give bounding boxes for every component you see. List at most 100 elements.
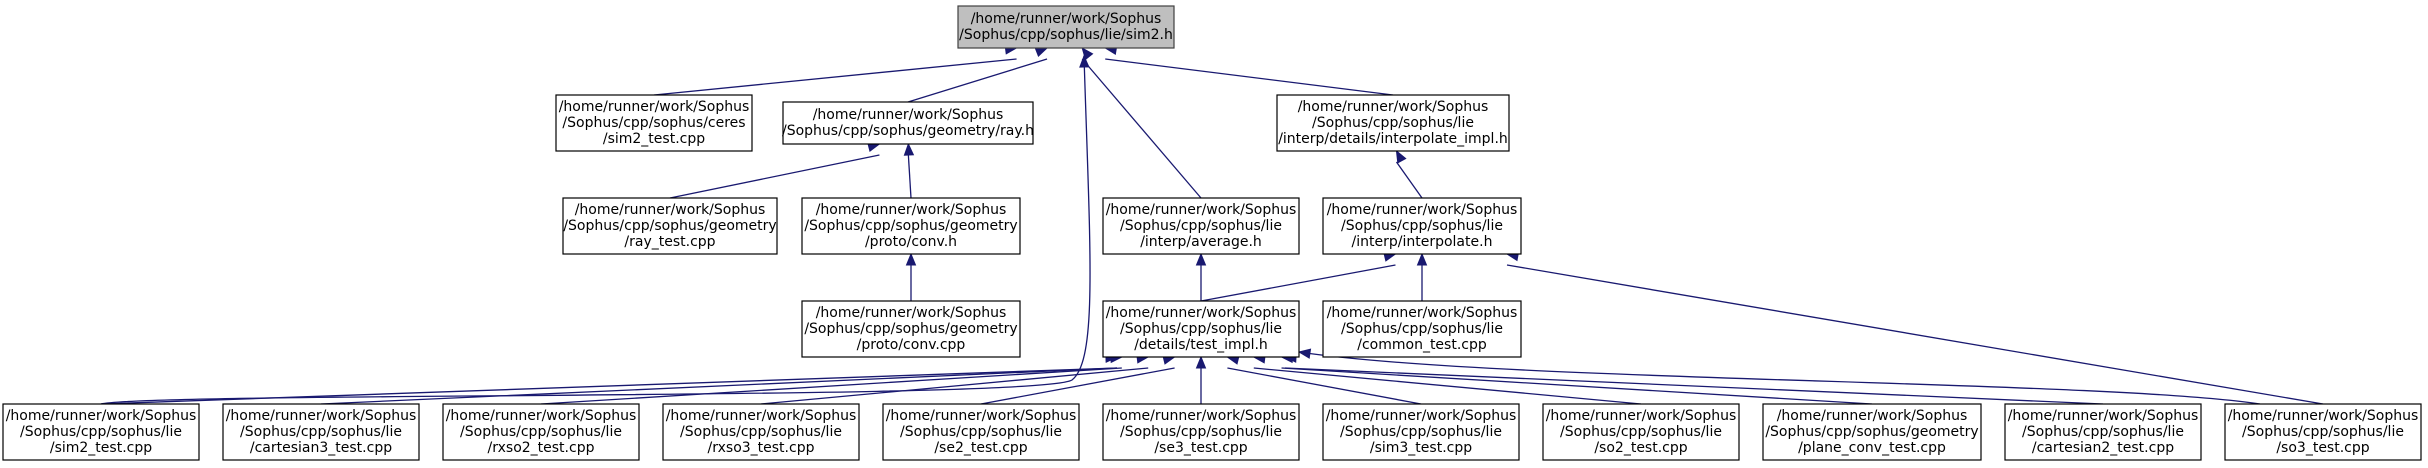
edge-se2_test-to-test_impl_h: [980, 354, 1176, 405]
node-label-line: /Sophus/cpp/sophus/lie: [1340, 424, 1502, 440]
node-label-line: /rxso3_test.cpp: [708, 440, 815, 456]
edge-se3_test-to-test_impl_h: [1195, 355, 1207, 404]
node-label-line: /home/runner/work/Sophus: [1106, 408, 1297, 424]
node-interpolate_impl_h[interactable]: /home/runner/work/Sophus/Sophus/cpp/soph…: [1276, 94, 1510, 152]
node-label-line: /Sophus/cpp/sophus/lie: [1120, 218, 1282, 234]
edge-lie_sim2_test-to-test_impl_h: [100, 352, 1119, 405]
node-label-line: /sim2_test.cpp: [603, 131, 705, 147]
node-common_test[interactable]: /home/runner/work/Sophus/Sophus/cpp/soph…: [1322, 300, 1522, 358]
node-label-line: /proto/conv.h: [865, 234, 957, 250]
node-so3_test[interactable]: /home/runner/work/Sophus/Sophus/cpp/soph…: [2224, 403, 2422, 461]
edge-line: [907, 154, 912, 199]
edge-interpolate_h-to-interpolate_impl_h: [1395, 149, 1423, 199]
node-label-line: /home/runner/work/Sophus: [1327, 202, 1518, 218]
node-box: [1276, 94, 1510, 152]
edge-conv_h-to-ray_h: [903, 142, 915, 199]
node-label-line: /so2_test.cpp: [1594, 440, 1687, 456]
edge-line: [1395, 161, 1423, 199]
edge-test_impl_h-to-interpolate_h: [1200, 251, 1397, 302]
edge-line: [760, 367, 1149, 405]
edge-line: [1227, 367, 1422, 405]
node-se2_test[interactable]: /home/runner/work/Sophus/Sophus/cpp/soph…: [882, 403, 1080, 461]
node-rxso3_test[interactable]: /home/runner/work/Sophus/Sophus/cpp/soph…: [662, 403, 860, 461]
node-box: [882, 403, 1080, 461]
node-conv_cpp[interactable]: /home/runner/work/Sophus/Sophus/cpp/soph…: [801, 300, 1021, 358]
node-cartesian3_test[interactable]: /home/runner/work/Sophus/Sophus/cpp/soph…: [222, 403, 420, 461]
node-label-line: /Sophus/cpp/sophus/geometry: [1765, 424, 1978, 440]
node-plane_conv_test[interactable]: /home/runner/work/Sophus/Sophus/cpp/soph…: [1762, 403, 1982, 461]
edge-line: [1284, 367, 2104, 405]
node-cartesian2_test[interactable]: /home/runner/work/Sophus/Sophus/cpp/soph…: [2004, 403, 2202, 461]
node-label-line: /common_test.cpp: [1357, 337, 1487, 353]
edge-common_test-to-interpolate_h: [1416, 252, 1428, 301]
node-ray_h[interactable]: /home/runner/work/Sophus/Sophus/cpp/soph…: [782, 101, 1034, 145]
node-se3_test[interactable]: /home/runner/work/Sophus/Sophus/cpp/soph…: [1102, 403, 1300, 461]
node-label-line: /Sophus/cpp/sophus/lie: [240, 424, 402, 440]
node-label-line: /home/runner/work/Sophus: [1106, 202, 1297, 218]
node-ceres_sim2_test[interactable]: /home/runner/work/Sophus/Sophus/cpp/soph…: [555, 94, 753, 152]
edge-line: [907, 58, 1048, 103]
node-label-line: /home/runner/work/Sophus: [1326, 408, 1517, 424]
arrowhead: [1195, 252, 1207, 266]
edge-line: [1506, 264, 2324, 405]
arrowhead: [1195, 355, 1207, 369]
node-sim3_test[interactable]: /home/runner/work/Sophus/Sophus/cpp/soph…: [1322, 403, 1520, 461]
node-label-line: /Sophus/cpp/sophus/lie: [1341, 218, 1503, 234]
node-box: [662, 403, 860, 461]
edge-cartesian2_test-to-test_impl_h: [1283, 352, 2104, 405]
node-lie_sim2_test[interactable]: /home/runner/work/Sophus/Sophus/cpp/soph…: [2, 403, 200, 461]
node-box: [555, 94, 753, 152]
node-box: [801, 300, 1021, 358]
edge-line: [540, 367, 1122, 405]
node-ray_test[interactable]: /home/runner/work/Sophus/Sophus/cpp/soph…: [562, 197, 778, 255]
node-box: [2, 403, 200, 461]
node-label-line: /Sophus/cpp/sophus/lie: [900, 424, 1062, 440]
node-label-line: /Sophus/cpp/sophus/lie: [460, 424, 622, 440]
node-label-line: /home/runner/work/Sophus: [1546, 408, 1737, 424]
node-so2_test[interactable]: /home/runner/work/Sophus/Sophus/cpp/soph…: [1542, 403, 1740, 461]
node-sim2_h: /home/runner/work/Sophus/Sophus/cpp/soph…: [957, 5, 1175, 49]
node-label-line: /details/test_impl.h: [1134, 337, 1268, 353]
edge-line: [1298, 351, 2261, 405]
edge-sim3_test-to-test_impl_h: [1226, 354, 1422, 405]
node-label-line: /Sophus/cpp/sophus/lie: [1560, 424, 1722, 440]
node-box: [1322, 197, 1522, 255]
node-box: [1102, 300, 1300, 358]
edge-test_impl_h-to-average_h: [1195, 252, 1207, 301]
node-label-line: /interp/interpolate.h: [1352, 234, 1493, 250]
node-label-line: /Sophus/cpp/sophus/lie: [680, 424, 842, 440]
node-box: [1542, 403, 1740, 461]
node-label-line: /Sophus/cpp/sophus/geometry: [804, 218, 1017, 234]
node-interpolate_h[interactable]: /home/runner/work/Sophus/Sophus/cpp/soph…: [1322, 197, 1522, 255]
node-box: [1102, 197, 1300, 255]
node-box: [2224, 403, 2422, 461]
node-box: [1102, 403, 1300, 461]
node-label-line: /home/runner/work/Sophus: [971, 11, 1162, 27]
node-label-line: /ray_test.cpp: [624, 234, 715, 250]
edge-line: [1105, 58, 1394, 96]
edge-line: [669, 154, 880, 199]
node-conv_h[interactable]: /home/runner/work/Sophus/Sophus/cpp/soph…: [801, 197, 1021, 255]
node-label-line: /rxso2_test.cpp: [488, 440, 595, 456]
node-label-line: /Sophus/cpp/sophus/lie: [2022, 424, 2184, 440]
node-label-line: /so3_test.cpp: [2276, 440, 2369, 456]
arrowhead: [1034, 47, 1049, 58]
node-label-line: /sim3_test.cpp: [1370, 440, 1472, 456]
edge-conv_cpp-to-conv_h: [905, 252, 917, 301]
node-average_h[interactable]: /home/runner/work/Sophus/Sophus/cpp/soph…: [1102, 197, 1300, 255]
arrowhead: [1395, 149, 1407, 164]
arrowhead: [1297, 348, 1312, 359]
node-label-line: /home/runner/work/Sophus: [575, 202, 766, 218]
node-box: [222, 403, 420, 461]
arrowhead: [1079, 54, 1090, 68]
edge-line: [1281, 367, 1873, 405]
node-label-line: /Sophus/cpp/sophus/lie/sim2.h: [959, 27, 1173, 43]
arrowhead: [905, 252, 917, 266]
node-label-line: /cartesian3_test.cpp: [250, 440, 392, 456]
arrowhead: [1416, 252, 1428, 266]
node-rxso2_test[interactable]: /home/runner/work/Sophus/Sophus/cpp/soph…: [442, 403, 640, 461]
node-label-line: /Sophus/cpp/sophus/lie: [1120, 424, 1282, 440]
edge-line: [320, 367, 1118, 405]
node-box: [2004, 403, 2202, 461]
node-test_impl_h[interactable]: /home/runner/work/Sophus/Sophus/cpp/soph…: [1102, 300, 1300, 358]
